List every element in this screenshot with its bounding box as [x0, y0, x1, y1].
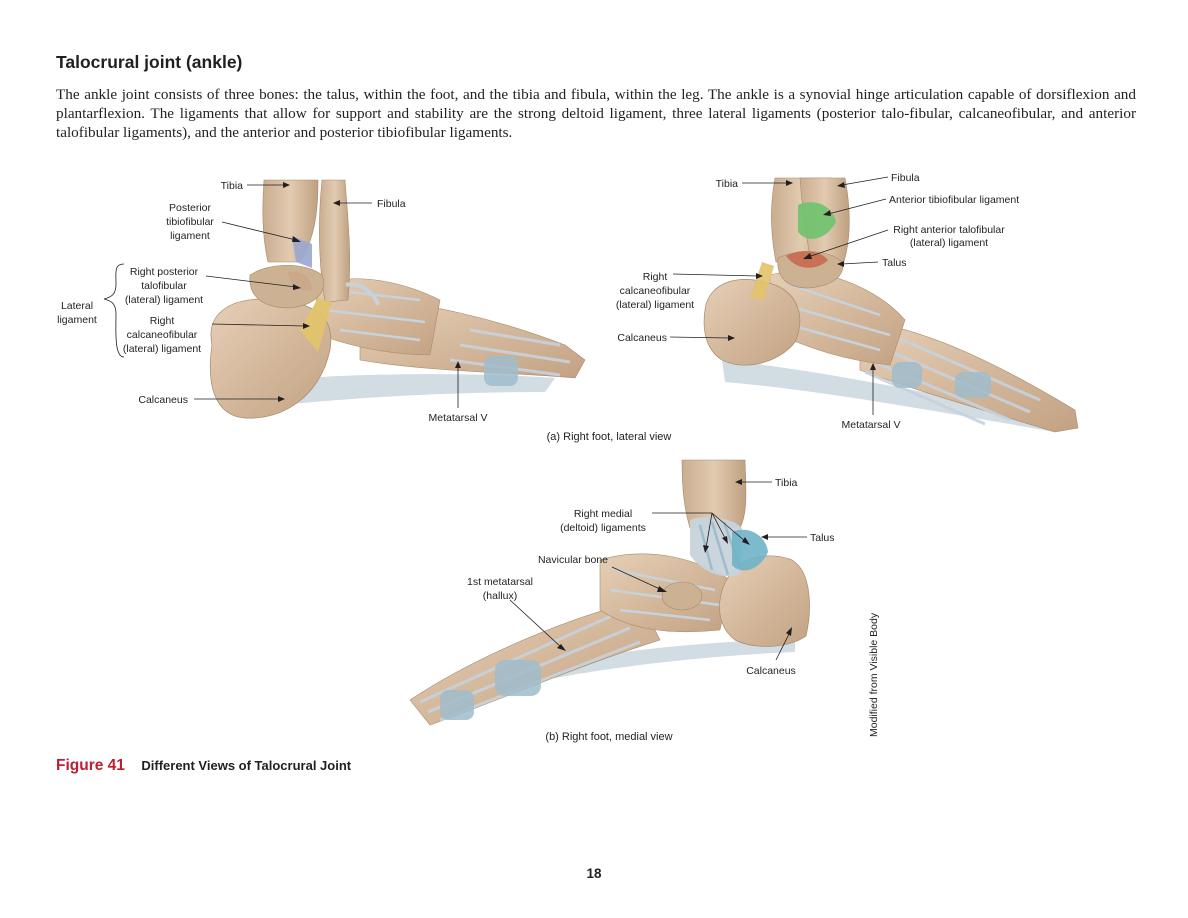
label-a-left-calcaneofibular-2: calcaneofibular: [127, 329, 198, 341]
label-a-right-tibia: Tibia: [716, 178, 739, 190]
leader-lines: [103, 176, 889, 661]
label-posterior-talofibular-1: Right posterior: [130, 266, 199, 278]
label-medial-deltoid-2: (deltoid) ligaments: [560, 522, 646, 534]
label-lateral-ligament-2: ligament: [57, 314, 97, 326]
label-anterior-tibiofibular: Anterior tibiofibular ligament: [889, 194, 1019, 206]
label-a-left-posterior-tibiofibular-3: ligament: [170, 230, 210, 242]
image-credit: Modified from Visible Body: [868, 612, 880, 737]
label-posterior-talofibular-2: talofibular: [141, 280, 187, 292]
section-body-text: The ankle joint consists of three bones:…: [56, 86, 1136, 141]
figure-caption: Figure 41 Different Views of Talocrural …: [56, 757, 351, 775]
talus-medial-shape: [732, 529, 768, 571]
label-first-metatarsal-1: 1st metatarsal: [467, 576, 533, 588]
figure-title: Different Views of Talocrural Joint: [141, 758, 352, 773]
label-first-metatarsal-2: (hallux): [483, 590, 517, 602]
figure-number: Figure 41: [56, 757, 125, 774]
label-a-left-posterior-tibiofibular-1: Posterior: [169, 202, 212, 214]
foot-a-right-illustration: [703, 177, 1079, 433]
anterior-tibiofibular-ligament-shape: [798, 202, 836, 239]
calcaneofibular-ligament-shape: [300, 298, 332, 352]
label-a-left-tibia: Tibia: [221, 180, 244, 192]
foot-b-illustration: [409, 459, 810, 726]
label-b-talus: Talus: [810, 532, 835, 544]
anterior-talofibular-ligament-shape: [786, 251, 828, 268]
label-anterior-talofibular-2: (lateral) ligament: [910, 237, 988, 249]
label-navicular: Navicular bone: [538, 554, 608, 566]
label-a-left-posterior-tibiofibular-2: tibiofibular: [166, 216, 214, 228]
caption-panel-b: (b) Right foot, medial view: [545, 731, 672, 743]
label-a-right-calcaneofibular-3: (lateral) ligament: [616, 299, 694, 311]
label-b-calcaneus: Calcaneus: [746, 665, 796, 677]
label-a-right-talus: Talus: [882, 257, 907, 269]
label-a-right-fibula: Fibula: [891, 172, 920, 184]
label-a-left-calcaneofibular-1: Right: [150, 315, 175, 327]
label-a-right-calcaneofibular-2: calcaneofibular: [620, 285, 691, 297]
ligament-band-a-right-2: [892, 362, 922, 388]
label-anterior-talofibular-1: Right anterior talofibular: [893, 224, 1005, 236]
label-a-left-fibula: Fibula: [377, 198, 406, 210]
label-b-tibia: Tibia: [775, 477, 798, 489]
label-a-left-metatarsal-v: Metatarsal V: [429, 412, 488, 424]
calcaneofibular-ligament-shape-right: [750, 262, 774, 300]
caption-panel-a: (a) Right foot, lateral view: [547, 431, 672, 443]
label-a-right-calcaneus: Calcaneus: [617, 332, 667, 344]
label-a-left-calcaneus: Calcaneus: [138, 394, 188, 406]
ligament-band-b-2: [440, 690, 474, 720]
posterior-tibiofibular-ligament-shape: [292, 236, 312, 268]
label-medial-deltoid-1: Right medial: [574, 508, 632, 520]
page-number: 18: [586, 866, 602, 881]
ligament-band-a-left: [484, 356, 518, 386]
label-a-right-calcaneofibular-1: Right: [643, 271, 668, 283]
label-lateral-ligament-1: Lateral: [61, 300, 93, 312]
section-heading: Talocrural joint (ankle): [56, 52, 243, 72]
label-a-left-calcaneofibular-3: (lateral) ligament: [123, 343, 201, 355]
ligament-band-a-right: [955, 372, 991, 398]
label-posterior-talofibular-3: (lateral) ligament: [125, 294, 203, 306]
foot-a-left-illustration: [209, 179, 586, 419]
label-a-right-metatarsal-v: Metatarsal V: [842, 419, 901, 431]
ligament-band-b-1: [495, 660, 541, 696]
